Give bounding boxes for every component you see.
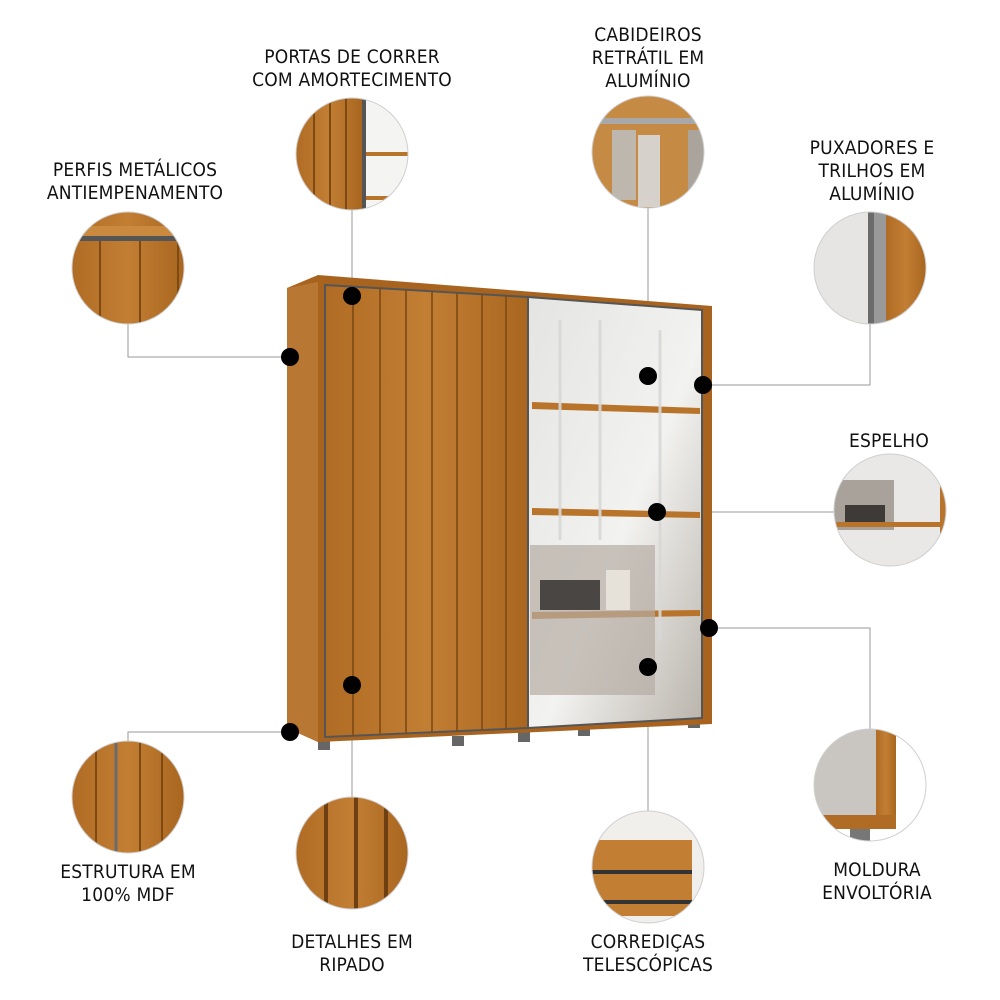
label-estrutura: ESTRUTURA EM 100% MDF: [60, 861, 196, 907]
label-line: RIPADO: [319, 954, 385, 976]
label-line: 100% MDF: [81, 884, 175, 906]
label-line: RETRÁTIL EM: [591, 47, 705, 69]
label-line: PUXADORES E: [809, 137, 935, 159]
label-line: ENVOLTÓRIA: [822, 882, 932, 904]
label-line: PERFIS METÁLICOS: [52, 159, 218, 181]
detail-corredicas-circle: [592, 811, 704, 923]
detail-espelho-circle: [834, 454, 946, 566]
label-detalhes-ripado: DETALHES EM RIPADO: [291, 931, 413, 977]
label-line: ESTRUTURA EM: [60, 861, 196, 883]
label-line: PORTAS DE CORRER: [264, 46, 440, 68]
label-line: CABIDEIROS: [594, 24, 702, 46]
label-line: MOLDURA: [833, 859, 921, 881]
label-espelho: ESPELHO: [849, 430, 929, 453]
detail-cabideiros-circle: [592, 96, 704, 208]
circle-outlines: [71, 95, 947, 924]
label-line: COM AMORTECIMENTO: [252, 69, 452, 91]
label-line: DETALHES EM: [291, 931, 413, 953]
detail-portas-circle: [296, 98, 408, 210]
label-cabideiros: CABIDEIROS RETRÁTIL EM ALUMÍNIO: [592, 24, 705, 93]
detail-ripado-circle: [296, 797, 408, 909]
detail-estrutura-circle: [72, 741, 184, 853]
label-line: TRILHOS EM: [818, 160, 926, 182]
label-puxadores: PUXADORES E TRILHOS EM ALUMÍNIO: [810, 137, 935, 206]
label-portas-de-correr: PORTAS DE CORRER COM AMORTECIMENTO: [252, 46, 452, 92]
wardrobe: [287, 275, 712, 750]
detail-moldura-circle: [814, 729, 926, 841]
callout-dots: [281, 287, 718, 741]
detail-perfis-circle: [72, 212, 184, 324]
label-moldura: MOLDURA ENVOLTÓRIA: [822, 859, 932, 905]
label-line: ANTIEMPENAMENTO: [46, 182, 224, 204]
label-corredicas: CORREDIÇAS TELESCÓPICAS: [583, 931, 713, 977]
detail-puxadores-circle: [814, 212, 926, 324]
label-line: CORREDIÇAS: [590, 931, 706, 953]
label-line: ALUMÍNIO: [829, 183, 915, 205]
label-line: ESPELHO: [849, 430, 929, 452]
label-line: ALUMÍNIO: [605, 70, 691, 92]
label-perfis-metalicos: PERFIS METÁLICOS ANTIEMPENAMENTO: [47, 159, 223, 205]
label-line: TELESCÓPICAS: [582, 954, 714, 976]
